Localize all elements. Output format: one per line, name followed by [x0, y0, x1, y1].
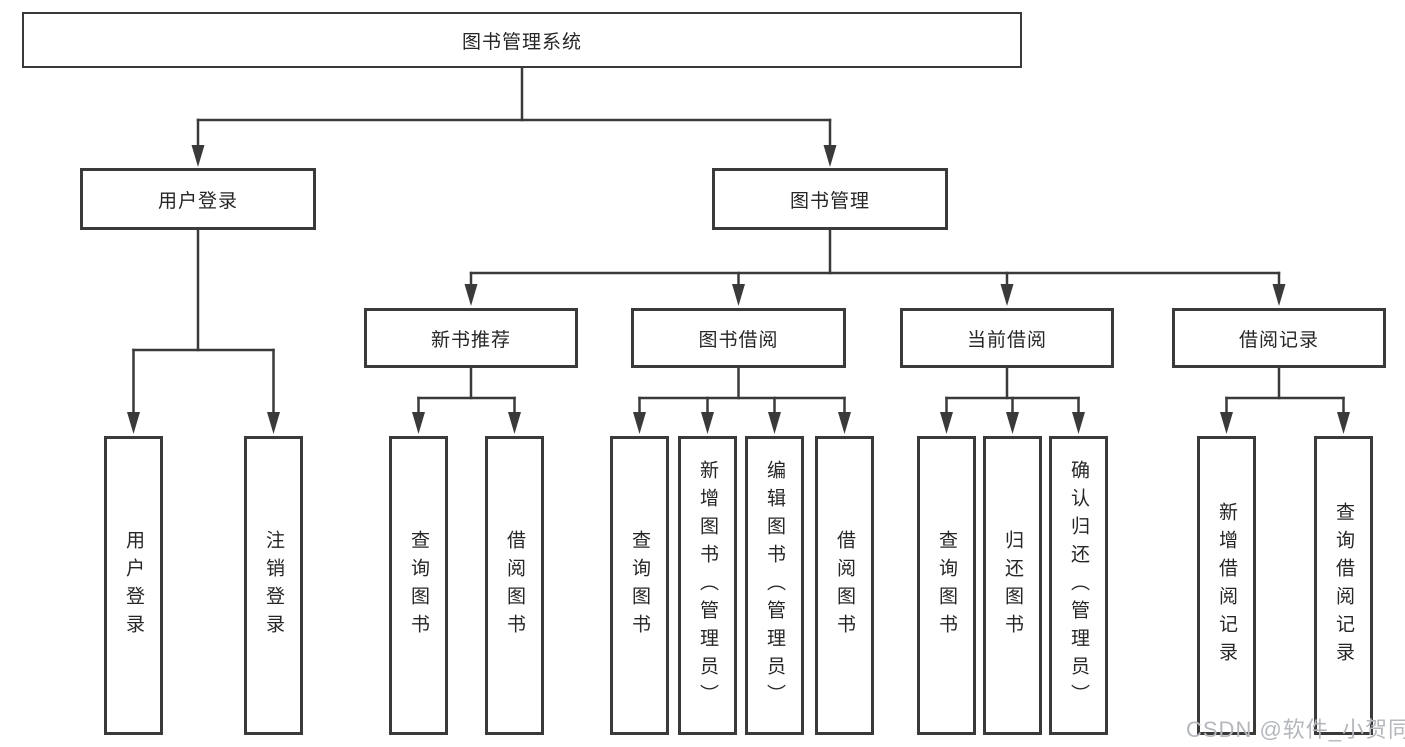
node-book-borrowing: 图书借阅 [631, 308, 846, 368]
node-borrowing-records: 借阅记录 [1172, 308, 1386, 368]
leaf-add-borrow-record: 新增借阅记录 [1197, 436, 1256, 735]
node-user-login: 用户登录 [80, 168, 316, 230]
leaf-user-login: 用户登录 [104, 436, 163, 735]
leaf-logout: 注销登录 [244, 436, 303, 735]
node-new-book-recommendation: 新书推荐 [364, 308, 578, 368]
leaf-query-books-borrowing: 查询图书 [610, 436, 669, 735]
csdn-watermark: CSDN @软件_小贺同学 [1186, 717, 1405, 742]
node-library-management-system: 图书管理系统 [22, 12, 1022, 68]
leaf-borrow-books-borrowing: 借阅图书 [815, 436, 874, 735]
leaf-borrow-books-recommend: 借阅图书 [485, 436, 544, 735]
leaf-edit-books-admin: 编辑图书（管理员） [745, 436, 804, 735]
leaf-query-borrow-record: 查询借阅记录 [1314, 436, 1373, 735]
node-book-management: 图书管理 [712, 168, 948, 230]
leaf-confirm-return-admin: 确认归还（管理员） [1049, 436, 1108, 735]
leaf-add-books-admin: 新增图书（管理员） [678, 436, 737, 735]
leaf-query-books-recommend: 查询图书 [389, 436, 448, 735]
leaf-query-books-current: 查询图书 [917, 436, 976, 735]
leaf-return-books: 归还图书 [983, 436, 1042, 735]
node-current-borrowing: 当前借阅 [900, 308, 1114, 368]
